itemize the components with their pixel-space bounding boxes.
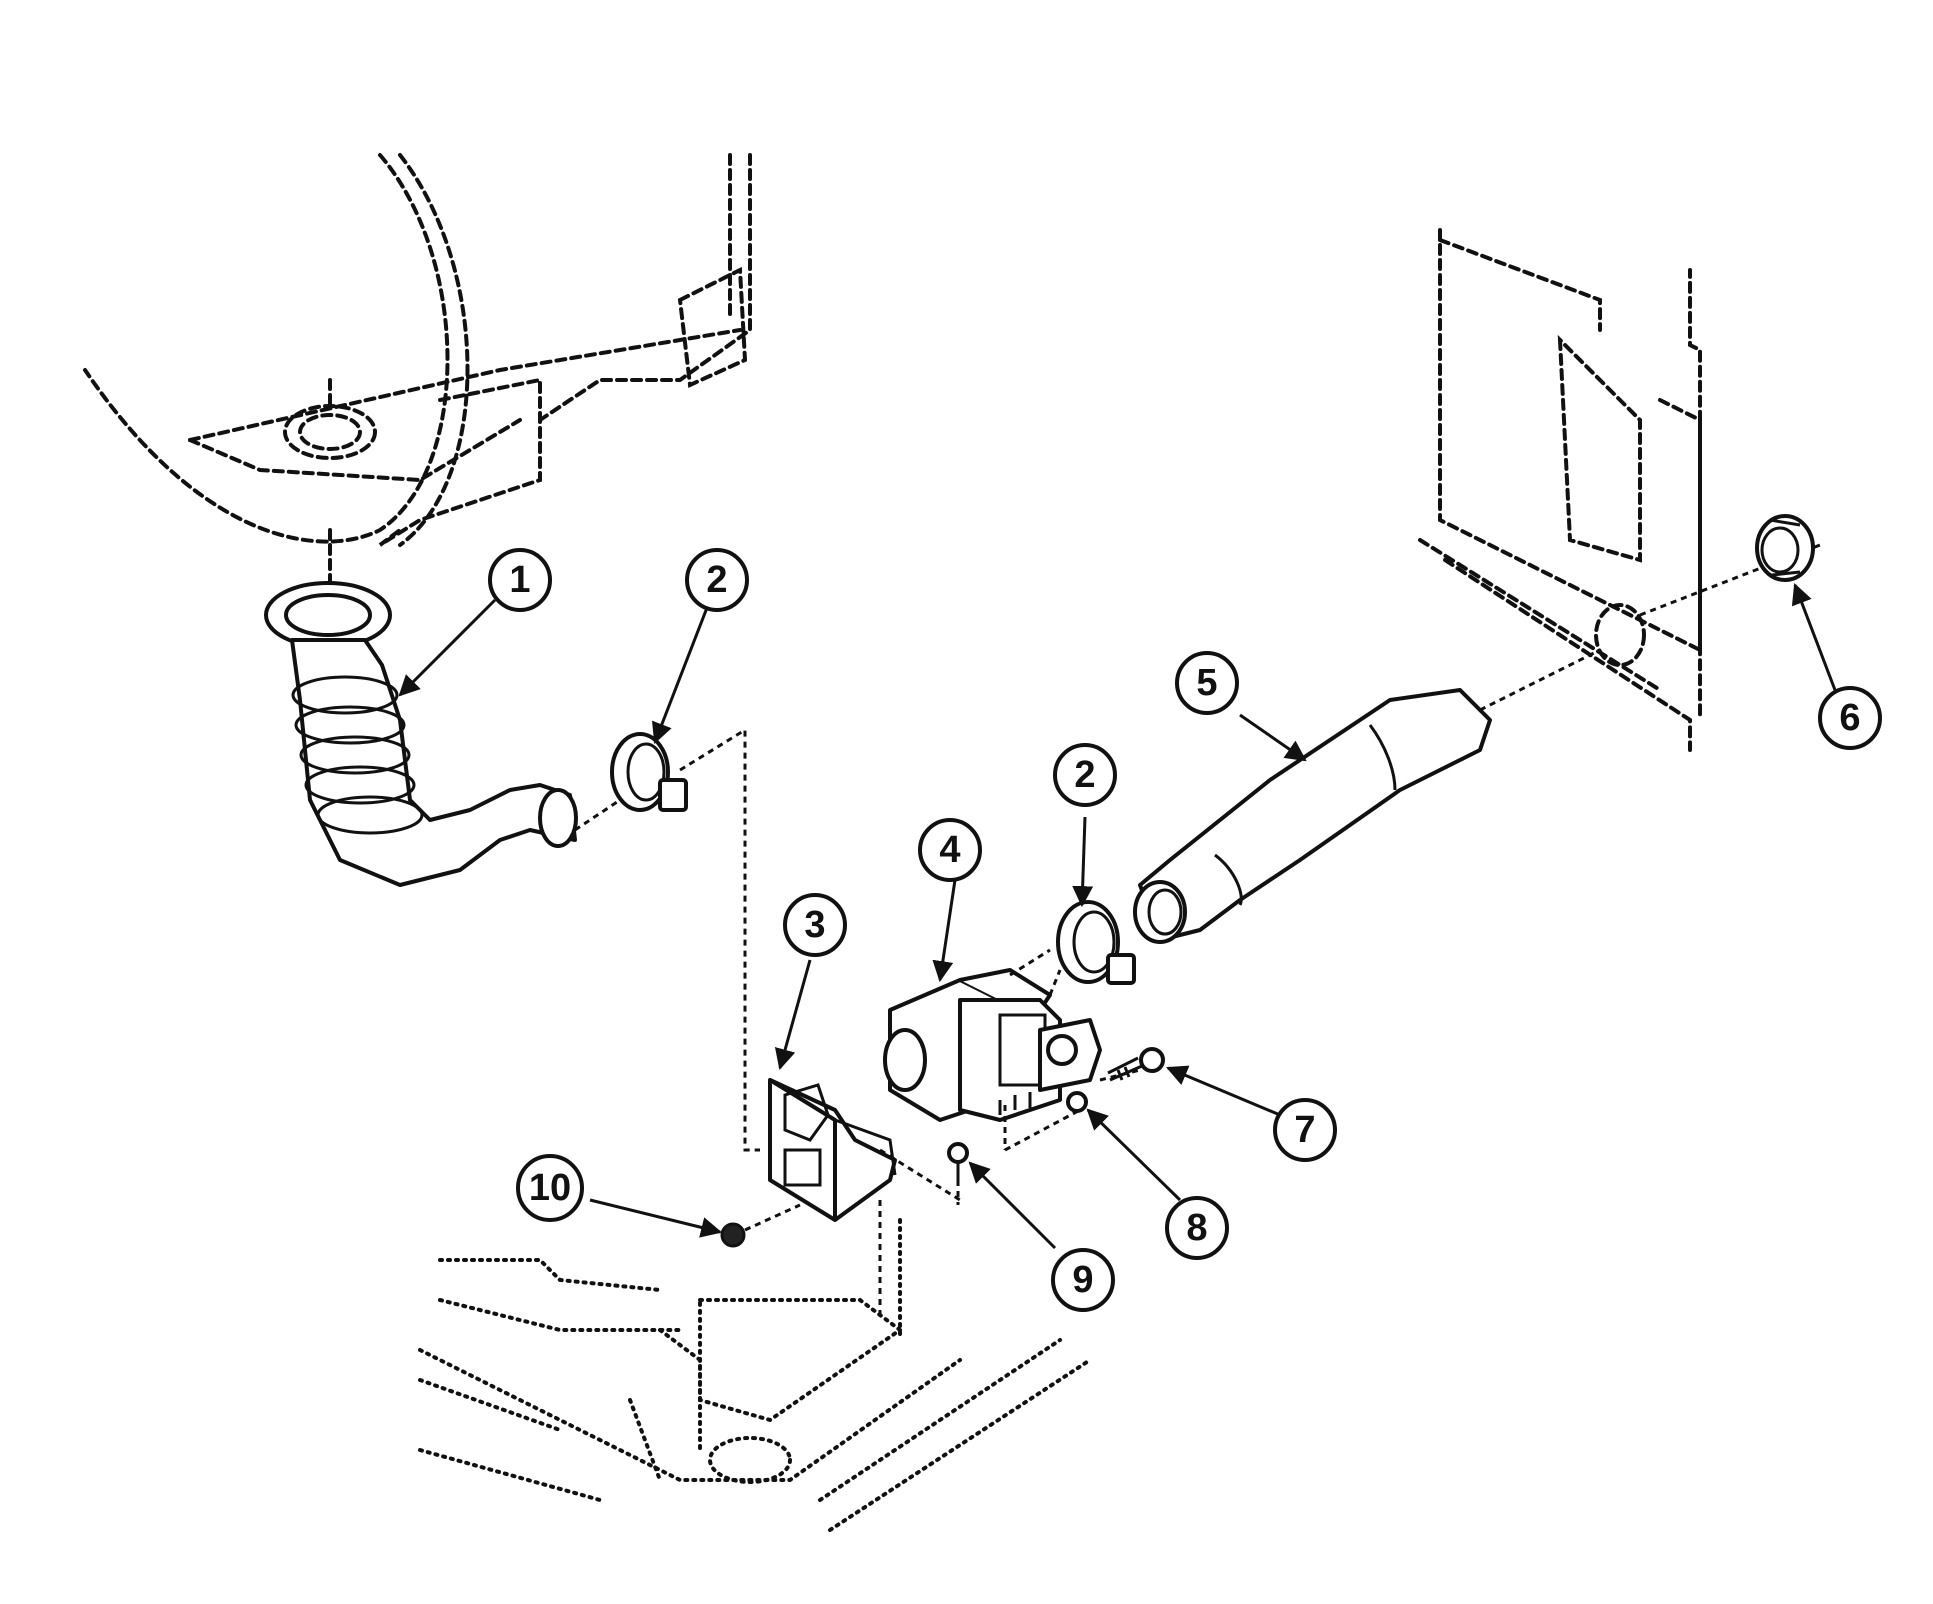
callout-10: 10 (516, 1154, 584, 1222)
assembly-lines (878, 948, 1141, 1320)
callout-6: 6 (1818, 686, 1882, 750)
callout-2-left: 2 (685, 548, 749, 612)
callout-10-label: 10 (529, 1167, 571, 1209)
callout-9: 9 (1051, 1248, 1115, 1312)
hose-clamp-part (574, 727, 760, 1152)
callout-1: 1 (488, 548, 552, 612)
callout-9-label: 9 (1072, 1259, 1093, 1301)
callout-5: 5 (1175, 651, 1239, 715)
elbow-hose-part (264, 581, 578, 887)
callout-8-label: 8 (1186, 1207, 1207, 1249)
callout-2-right: 2 (1053, 743, 1117, 807)
pump-valve-part (883, 968, 1102, 1152)
tub-outline (83, 153, 752, 592)
callout-4: 4 (918, 818, 982, 882)
callout-2-right-label: 2 (1074, 754, 1095, 796)
callout-7-label: 7 (1294, 1109, 1315, 1151)
base-frame-outline (418, 1218, 1092, 1532)
callout-4-label: 4 (939, 829, 960, 871)
cabinet-panel-outline (1418, 228, 1821, 752)
callout-1-label: 1 (509, 559, 530, 601)
hose-clamp-part (1048, 900, 1136, 996)
callout-3-label: 3 (804, 904, 825, 946)
drain-hose-part (1133, 648, 1601, 944)
callout-3: 3 (783, 893, 847, 957)
bolt-part (947, 1142, 969, 1205)
mounting-bracket-part (768, 1078, 897, 1222)
leader-lines (398, 583, 1837, 1250)
nut-part (1066, 1091, 1088, 1113)
callout-7: 7 (1273, 1098, 1337, 1162)
small-nut-part (720, 1203, 801, 1248)
callout-6-label: 6 (1839, 697, 1860, 739)
callout-2-left-label: 2 (706, 559, 727, 601)
bushing-part (1755, 514, 1815, 582)
callout-8: 8 (1165, 1196, 1229, 1260)
callout-5-label: 5 (1196, 662, 1217, 704)
